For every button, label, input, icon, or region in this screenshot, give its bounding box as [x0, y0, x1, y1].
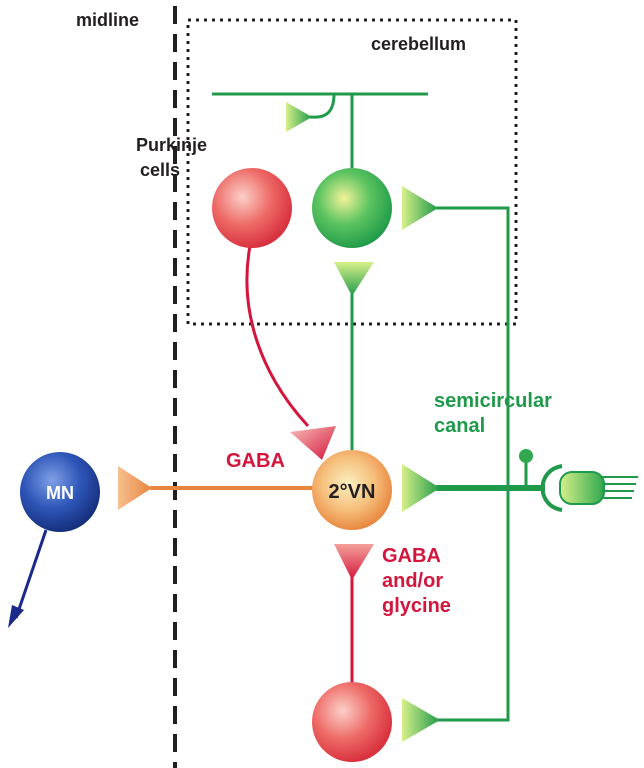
- purkinje-cell-body: [212, 168, 292, 248]
- gaba-glycine-label-line2: and/or: [382, 570, 443, 592]
- purkinje-label-line1: Purkinje: [136, 135, 207, 155]
- red-terminal-gaba: [290, 426, 336, 460]
- midline-label: midline: [76, 10, 139, 30]
- green-terminal-descending: [334, 262, 374, 296]
- vn-label: 2°VN: [329, 481, 376, 503]
- gaba-label: GABA: [226, 450, 285, 472]
- red-terminal-gaba-glycine: [334, 544, 374, 580]
- afferent-knob: [519, 449, 533, 463]
- vn-neuron-body: [312, 450, 392, 530]
- purkinje-to-vn-axon: [245, 245, 310, 428]
- green-pathway: [212, 92, 545, 722]
- cerebellum-boundary: [186, 18, 518, 326]
- green-terminal-cerebellar: [402, 186, 438, 230]
- hair-cell-receptor-icon: [540, 464, 638, 512]
- purkinje-label-line2: cells: [140, 160, 180, 180]
- green-terminal-small: [286, 102, 312, 132]
- green-loop-axon: [436, 206, 510, 722]
- semicircular-label-line2: canal: [434, 415, 485, 437]
- inhibitory-neuron-body: [312, 682, 392, 762]
- arrowhead-icon: [8, 605, 24, 628]
- gaba-glycine-label-line1: GABA: [382, 545, 441, 567]
- green-neuron-body: [312, 168, 392, 248]
- cerebellum-label: cerebellum: [371, 34, 466, 54]
- green-terminal-afferent: [402, 464, 440, 512]
- mn-neuron-body: [20, 452, 100, 532]
- green-hook-axon: [309, 93, 336, 119]
- gaba-glycine-label-line3: glycine: [382, 595, 451, 617]
- mn-output-axon: [14, 529, 48, 619]
- semicircular-label-line1: semicircular: [434, 390, 552, 412]
- green-terminal-bottom: [402, 698, 440, 742]
- orange-terminal-mn: [118, 466, 152, 510]
- mn-label: MN: [46, 483, 74, 503]
